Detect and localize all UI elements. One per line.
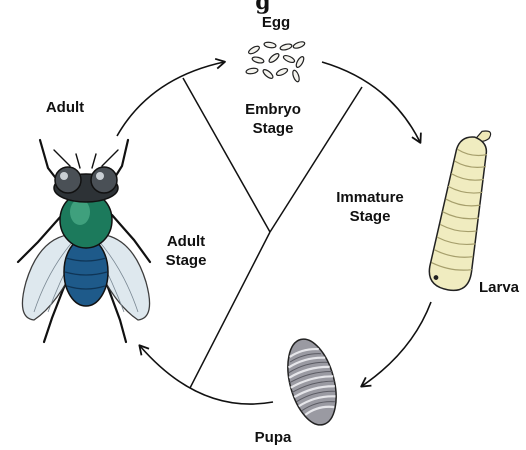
adult-stage-line-1: Adult [146, 232, 226, 251]
adult-stage-line-2: Stage [146, 251, 226, 270]
egg-cluster-icon [246, 41, 306, 83]
pupa-label: Pupa [238, 428, 308, 447]
embryo-stage-label: Embryo Stage [228, 100, 318, 138]
larva-label: Larva [472, 278, 526, 297]
arrow-egg-to-larva [322, 62, 420, 142]
arrow-adult-to-egg [117, 62, 224, 136]
adult-stage-label: Adult Stage [146, 232, 226, 270]
immature-stage-line-2: Stage [320, 207, 420, 226]
adult-label: Adult [30, 98, 100, 117]
pupa-icon [279, 334, 344, 430]
egg-label: Egg [248, 13, 304, 32]
arrow-larva-to-pupa [362, 302, 431, 386]
larva-icon [426, 125, 496, 293]
fly-icon [18, 140, 150, 342]
embryo-stage-line-1: Embryo [228, 100, 318, 119]
immature-stage-line-1: Immature [320, 188, 420, 207]
immature-stage-label: Immature Stage [320, 188, 420, 226]
embryo-stage-line-2: Stage [228, 119, 318, 138]
